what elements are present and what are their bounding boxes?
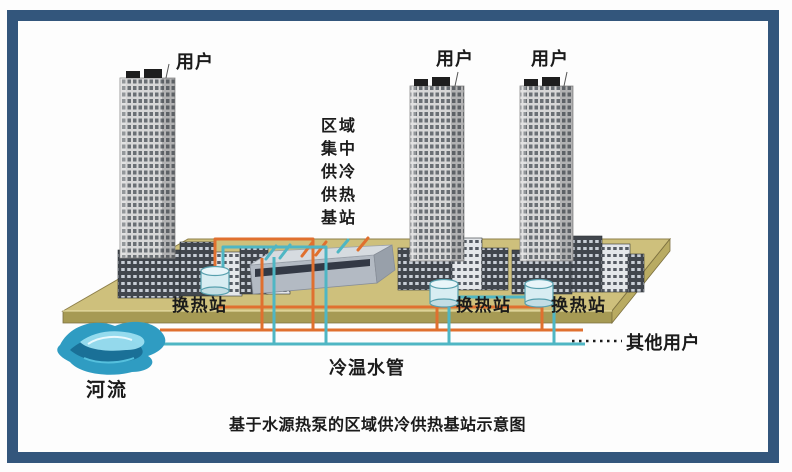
label-pipes: 冷温水管 [329, 358, 405, 378]
label-exchange-station-3: 换热站 [551, 296, 607, 315]
label-user-2: 用户 [436, 49, 474, 69]
label-user-3: 用户 [531, 49, 569, 69]
tower-3 [519, 71, 574, 262]
cold-water-pipes [158, 245, 585, 346]
label-exchange-station-2: 换热站 [456, 296, 512, 315]
tower-1 [119, 63, 176, 259]
label-other-users: 其他用户 [626, 333, 700, 353]
warm-water-pipes [160, 237, 583, 332]
roof-pipe-stubs [264, 236, 370, 261]
label-exchange-station-1: 换热站 [172, 296, 228, 315]
figure-caption: 基于水源热泵的区域供冷供热基站示意图 [229, 417, 527, 434]
exchange-tanks [200, 265, 554, 308]
label-river: 河流 [86, 380, 129, 401]
river-icon [57, 321, 166, 375]
label-user-1: 用户 [176, 52, 214, 72]
label-base-station: 区域 集中 供冷 供热 基站 [320, 118, 357, 227]
tank-2 [429, 278, 459, 308]
tank-3 [524, 278, 554, 308]
tower-2 [409, 71, 465, 262]
tank-1 [200, 265, 230, 296]
